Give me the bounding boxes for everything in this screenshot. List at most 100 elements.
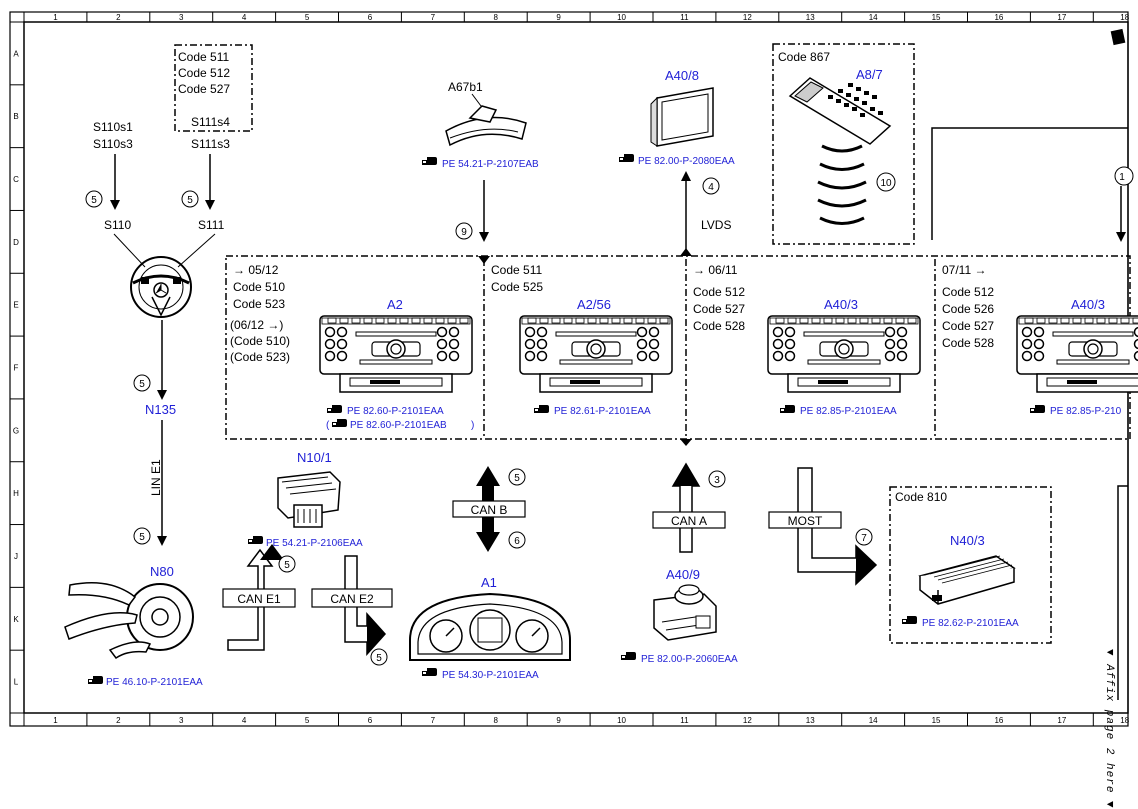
ir-signal-icon [818,146,866,224]
code-line: Code 527 [942,319,994,333]
grid-column-label: 12 [743,13,752,22]
label-s110s3: S110s3 [93,137,133,151]
label-a40-9: A40/9 [666,567,700,582]
svg-text:3: 3 [714,475,720,486]
code-line: Code 511 [491,263,542,277]
label-n135: N135 [145,402,176,417]
ref-a2-alt: PE 82.60-P-2101EAB [350,420,447,431]
doc-ref-icon [422,157,437,165]
grid-column-label: 12 [743,716,752,725]
svg-text:5: 5 [91,195,97,206]
svg-text:9: 9 [461,227,467,238]
doc-ref-icon [902,616,917,624]
grid-row-label: H [13,489,19,498]
grid-column-label: 6 [368,13,373,22]
doc-ref-icon [534,405,549,413]
code-line: Code 512 [178,66,230,80]
display-icon [651,88,713,146]
ref-a2: PE 82.60-P-2101EAA [347,406,444,417]
label-s111: S111 [198,218,225,232]
grid-column-label: 10 [617,13,626,22]
grid-column-label: 1 [53,716,58,725]
label-n80: N80 [150,564,174,579]
svg-text:6: 6 [514,536,520,547]
side-note: ▼ Affix page 2 here ▼ [1098,652,1120,792]
svg-text:5: 5 [139,379,145,390]
head-unit-icon [520,316,672,392]
label-n10-1: N10/1 [297,450,332,465]
ref-a1: PE 54.30-P-2101EAA [442,670,539,681]
label-s111s3: S111s3 [191,137,230,151]
callout-5: 5 [371,649,387,665]
doc-ref-icon [422,668,437,676]
label-a67b1: A67b1 [448,80,483,94]
controller-knob-icon [654,585,716,640]
svg-text:5: 5 [187,195,193,206]
callout-3: 3 [709,471,725,487]
head-unit-icon [1017,316,1138,392]
amplifier-icon [920,556,1014,604]
code-810: Code 810 [895,490,947,504]
instrument-cluster-icon [410,594,570,660]
code-line: (Code 510) [230,334,290,348]
code-867: Code 867 [778,50,830,64]
grid-column-label: 17 [1057,13,1066,22]
callout-6: 6 [509,532,525,548]
grid-row-label: J [14,552,18,561]
code-box-remote [773,44,914,244]
doc-ref-icon [1030,405,1045,413]
grid-row-label: G [13,426,19,435]
grid-column-label: 13 [806,13,815,22]
callout-4: 4 [703,178,719,194]
svg-text:5: 5 [376,653,382,664]
grid-row-label: F [14,364,19,373]
code-line: Code 526 [942,302,994,316]
doc-ref-icon [619,154,634,162]
grid-column-label: 16 [994,716,1003,725]
ref-a40-3: PE 82.85-P-210 [1050,406,1122,417]
grid-column-label: 11 [680,13,689,22]
callout-5: 5 [134,375,150,391]
grid-column-label: 1 [53,13,58,22]
bus-can-a: CAN A [671,514,707,528]
svg-text:1: 1 [1119,172,1125,183]
grid-column-label: 6 [368,716,373,725]
code-line: Code 528 [942,336,994,350]
bus-can-e1: CAN E1 [237,592,281,606]
grid-column-label: 9 [556,13,561,22]
svg-text:): ) [471,420,474,431]
grid-column-label: 4 [242,13,247,22]
doc-ref-icon [780,405,795,413]
code-line: Code 528 [693,319,745,333]
ref-n10-1: PE 54.21-P-2106EAA [266,538,363,549]
svg-text:4: 4 [708,182,714,193]
doc-ref-icon [248,536,263,544]
code-line: (Code 523) [230,350,290,364]
grid-column-label: 11 [680,716,689,725]
ref-a40-9: PE 82.00-P-2060EAA [641,654,738,665]
label-a1: A1 [481,575,497,590]
grid-row-label: K [13,615,19,624]
grid-column-label: 3 [179,13,184,22]
ref-n40-3: PE 82.62-P-2101EAA [922,618,1019,629]
grid-column-label: 2 [116,716,121,725]
svg-text:7: 7 [861,533,867,544]
svg-text:5: 5 [139,532,145,543]
svg-text:5: 5 [514,473,520,484]
label-a2-56: A2/56 [577,297,611,312]
grid-row-label: C [13,175,19,184]
ref-a40-3: PE 82.85-P-2101EAA [800,406,897,417]
grid-column-label: 16 [994,13,1003,22]
grid-row-label: A [13,49,19,58]
grid-row-label: D [13,238,19,247]
callout-9: 9 [456,223,472,239]
code-line: → 05/12 [233,263,279,277]
code-line: Code 511 [178,50,229,64]
code-line: Code 525 [491,280,543,294]
callout-5: 5 [182,191,198,207]
callout-5: 5 [134,528,150,544]
grid-column-label: 7 [431,716,436,725]
doc-ref-icon [88,676,103,684]
